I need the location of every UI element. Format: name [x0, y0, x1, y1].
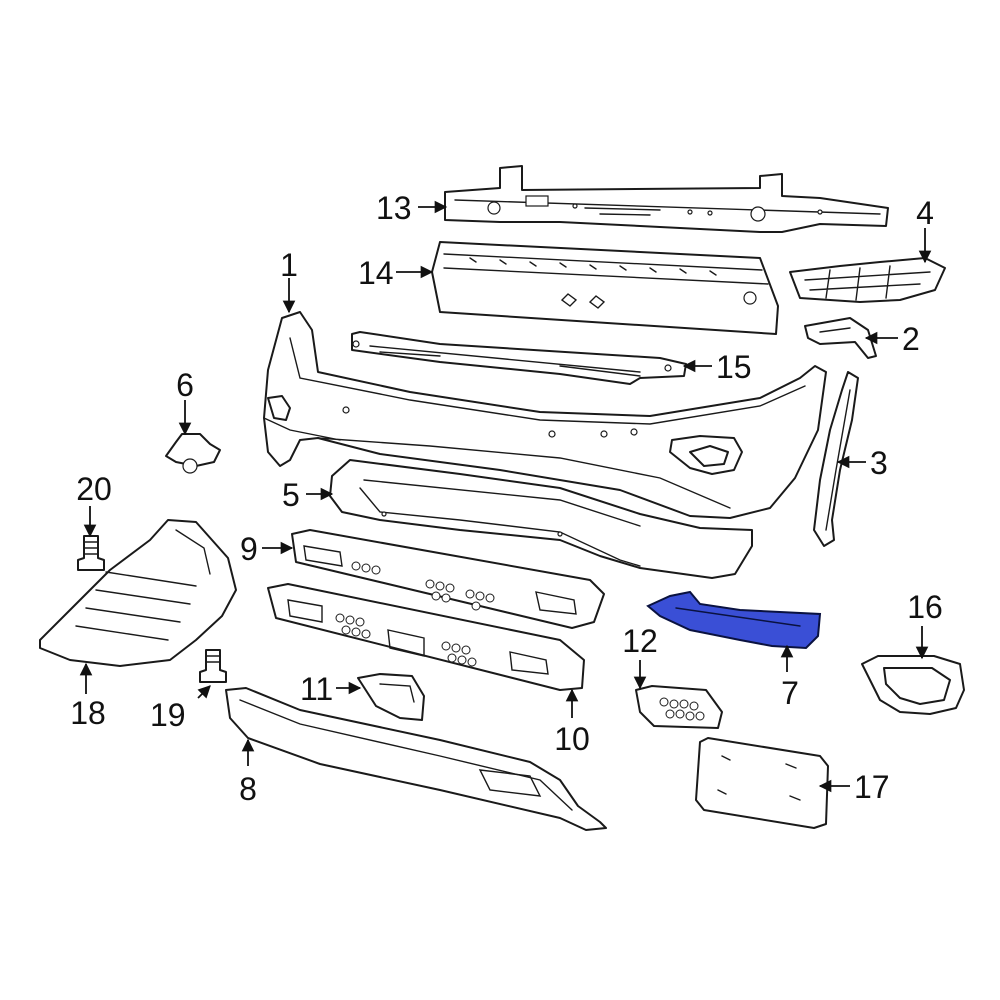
- part-6-clip[interactable]: [165, 433, 221, 474]
- callout-17: 17: [854, 769, 890, 805]
- part-9-upper-grille[interactable]: [291, 529, 605, 629]
- callout-8: 8: [239, 771, 257, 807]
- part-4-side-bracket[interactable]: [789, 257, 946, 303]
- part-12-small-grille[interactable]: [635, 685, 723, 729]
- part-17-license-bracket[interactable]: [695, 737, 829, 829]
- part-18-splash-shield[interactable]: [39, 519, 237, 667]
- part-16-fog-lamp-bezel[interactable]: [861, 655, 965, 715]
- callout-20: 20: [76, 471, 112, 507]
- callout-5: 5: [282, 477, 300, 513]
- callout-19: 19: [150, 697, 186, 733]
- part-2-bracket[interactable]: [804, 317, 877, 359]
- upper-grille-mesh: [351, 561, 495, 611]
- callout-7: 7: [781, 675, 799, 711]
- part-14-energy-absorber[interactable]: [431, 241, 779, 335]
- part-8-lower-valance[interactable]: [225, 687, 607, 831]
- callout-9: 9: [240, 531, 258, 567]
- callout-16: 16: [907, 589, 943, 625]
- part-10-lower-grille[interactable]: [267, 583, 585, 691]
- callout-1: 1: [280, 247, 298, 283]
- part-19-bolt[interactable]: [199, 649, 227, 683]
- callout-18: 18: [70, 695, 106, 731]
- callout-12: 12: [622, 623, 658, 659]
- small-grille-mesh: [659, 697, 705, 721]
- part-5-lower-fascia[interactable]: [329, 459, 753, 579]
- callout-13: 13: [376, 190, 412, 226]
- part-20-bolt[interactable]: [77, 535, 105, 571]
- callout-3: 3: [870, 445, 888, 481]
- part-1-bumper-cover[interactable]: [263, 311, 827, 519]
- lower-grille-mesh: [335, 613, 477, 667]
- callout-2: 2: [902, 321, 920, 357]
- part-3-side-retainer[interactable]: [813, 371, 859, 547]
- part-15-upper-support[interactable]: [351, 331, 687, 385]
- callout-11: 11: [300, 671, 333, 707]
- callout-15: 15: [716, 349, 752, 385]
- callout-10: 10: [554, 721, 590, 757]
- callout-14: 14: [358, 255, 394, 291]
- part-7-lower-trim-highlighted[interactable]: [646, 590, 822, 650]
- leader-lines: [79, 200, 932, 793]
- callout-labels: 1 2 3 4 5 6 7 8 9 10 11 12 13 14 15 16 1…: [70, 190, 943, 807]
- part-11-insert[interactable]: [357, 673, 425, 721]
- callout-6: 6: [176, 367, 194, 403]
- part-13-reinforcement-bar[interactable]: [444, 165, 889, 233]
- callout-4: 4: [916, 195, 934, 231]
